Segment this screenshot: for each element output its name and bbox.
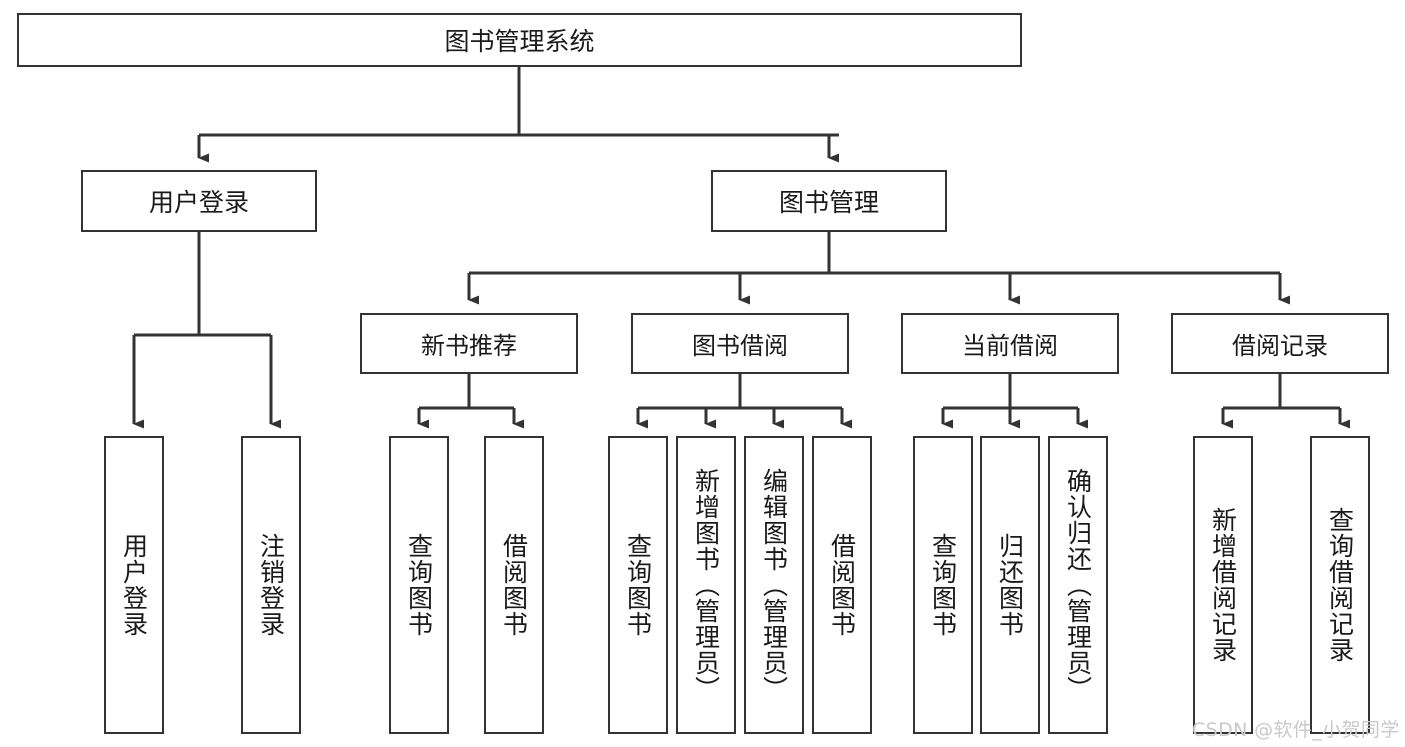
leaf-book-borrow-edit[interactable]: 编辑图书（管理员） — [744, 436, 804, 734]
leaf-current-borrow-confirm-return[interactable]: 确认归还（管理员） — [1048, 436, 1108, 734]
leaf-borrow-record-query[interactable]: 查询借阅记录 — [1310, 436, 1370, 734]
leaf-label: 查询借阅记录 — [1325, 507, 1355, 663]
leaf-label: 编辑图书（管理员） — [759, 468, 789, 702]
leaf-current-borrow-return[interactable]: 归还图书 — [980, 436, 1040, 734]
node-borrow-record-label: 借阅记录 — [1232, 332, 1328, 360]
node-new-book-recommend[interactable]: 新书推荐 — [360, 313, 578, 374]
leaf-label: 查询图书 — [928, 533, 958, 637]
node-current-borrow[interactable]: 当前借阅 — [901, 313, 1119, 374]
node-borrow-record[interactable]: 借阅记录 — [1171, 313, 1389, 374]
watermark: CSDN @软件_小贺同学 — [1192, 719, 1400, 741]
leaf-label: 归还图书 — [995, 533, 1025, 637]
leaf-book-borrow-add[interactable]: 新增图书（管理员） — [676, 436, 736, 734]
node-root[interactable]: 图书管理系统 — [17, 13, 1022, 67]
leaf-label: 借阅图书 — [499, 533, 529, 637]
leaf-label: 借阅图书 — [827, 533, 857, 637]
node-book-borrow[interactable]: 图书借阅 — [631, 313, 849, 374]
leaf-current-borrow-query[interactable]: 查询图书 — [913, 436, 973, 734]
node-current-borrow-label: 当前借阅 — [962, 332, 1058, 360]
leaf-borrow-record-add[interactable]: 新增借阅记录 — [1193, 436, 1253, 734]
leaf-label: 确认归还（管理员） — [1063, 468, 1093, 702]
leaf-new-book-query[interactable]: 查询图书 — [389, 436, 449, 734]
leaf-book-borrow-borrow[interactable]: 借阅图书 — [812, 436, 872, 734]
leaf-book-borrow-query[interactable]: 查询图书 — [608, 436, 668, 734]
leaf-label: 新增图书（管理员） — [691, 468, 721, 702]
node-root-label: 图书管理系统 — [444, 27, 595, 56]
node-user-login-label: 用户登录 — [148, 188, 249, 217]
leaf-label: 新增借阅记录 — [1208, 507, 1238, 663]
leaf-label: 用户登录 — [119, 533, 149, 637]
node-book-management[interactable]: 图书管理 — [711, 170, 947, 232]
node-book-management-label: 图书管理 — [778, 188, 879, 217]
leaf-label: 查询图书 — [623, 533, 653, 637]
node-user-login[interactable]: 用户登录 — [81, 170, 317, 232]
leaf-label: 注销登录 — [256, 533, 286, 637]
leaf-label: 查询图书 — [404, 533, 434, 637]
node-book-borrow-label: 图书借阅 — [692, 332, 788, 360]
node-new-book-recommend-label: 新书推荐 — [421, 332, 517, 360]
leaf-user-login-logout[interactable]: 注销登录 — [241, 436, 301, 734]
leaf-user-login-login[interactable]: 用户登录 — [104, 436, 164, 734]
leaf-new-book-borrow[interactable]: 借阅图书 — [484, 436, 544, 734]
